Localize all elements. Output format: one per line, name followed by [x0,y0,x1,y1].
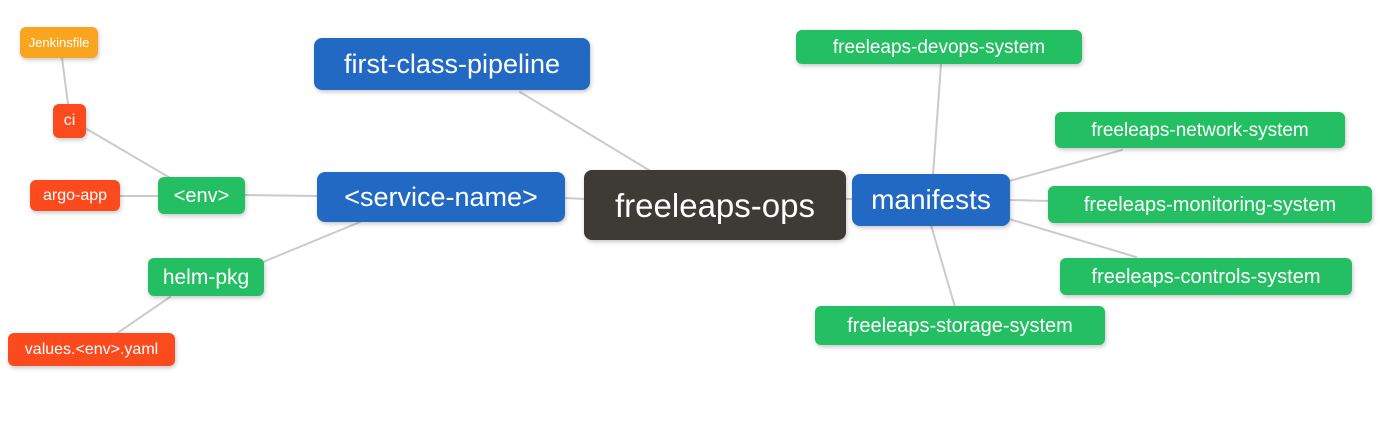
node-env[interactable]: <env> [158,177,245,214]
node-values-env-yaml[interactable]: values.<env>.yaml [8,333,175,366]
edge-manifests-devops [932,63,942,176]
edge-manifests-network [1008,149,1123,182]
node-freeleaps-monitoring-system[interactable]: freeleaps-monitoring-system [1048,186,1372,223]
node-freeleaps-ops[interactable]: freeleaps-ops [584,170,846,240]
node-freeleaps-network-system[interactable]: freeleaps-network-system [1055,112,1345,148]
edge-pipeline-freeleaps-ops [519,91,653,173]
edge-manifests-monitoring [1008,199,1050,202]
node-argo-app[interactable]: argo-app [30,180,120,211]
edge-env-service-name [244,194,318,197]
node-freeleaps-controls-system[interactable]: freeleaps-controls-system [1060,258,1352,295]
edge-ci-env [84,127,173,180]
node-ci[interactable]: ci [53,104,86,138]
edge-service-name-ops [564,197,587,200]
node-first-class-pipeline[interactable]: first-class-pipeline [314,38,590,90]
node-freeleaps-devops-system[interactable]: freeleaps-devops-system [796,30,1082,64]
edge-manifests-storage [930,224,956,308]
edge-service-name-helm-pkg [262,221,361,263]
node-jenkinsfile[interactable]: Jenkinsfile [20,27,98,58]
edge-manifests-controls [1008,218,1137,258]
node-helm-pkg[interactable]: helm-pkg [148,258,264,296]
node-freeleaps-storage-system[interactable]: freeleaps-storage-system [815,306,1105,345]
edge-helm-pkg-values-yaml [115,296,171,335]
edge-jenkinsfile-ci [61,57,69,105]
node-service-name[interactable]: <service-name> [317,172,565,222]
node-manifests[interactable]: manifests [852,174,1010,226]
